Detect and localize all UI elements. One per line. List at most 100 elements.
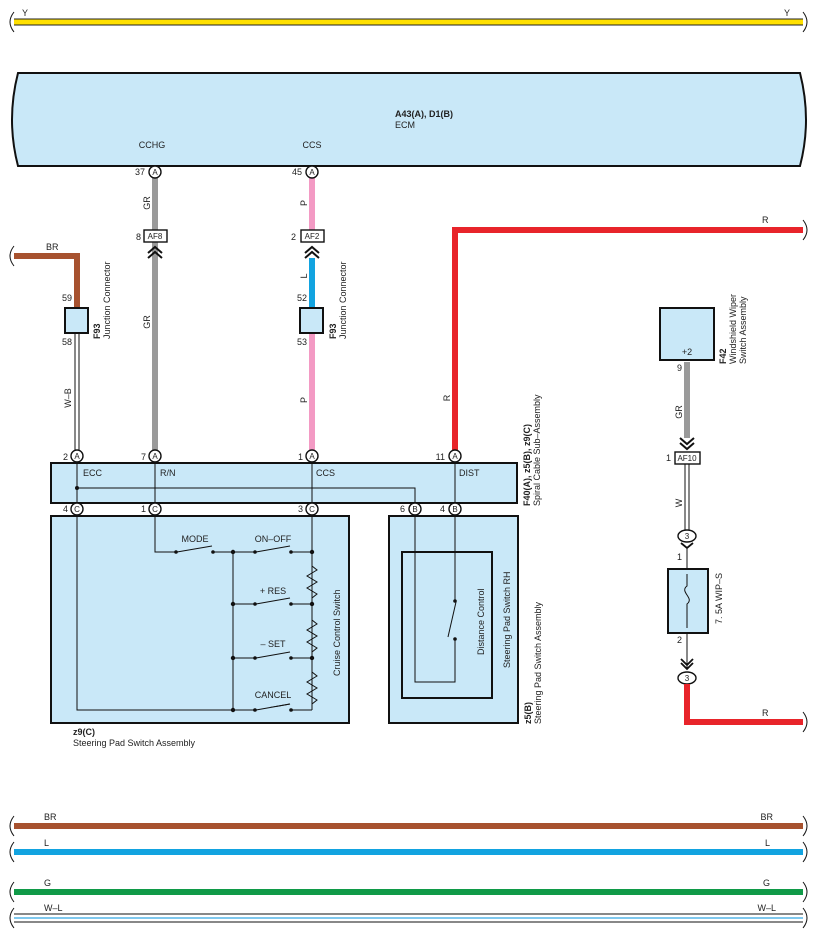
- joint-bottom-label: 3: [685, 674, 690, 683]
- ecm-pin-number-37: 37: [135, 167, 145, 177]
- spiral-top-pin-num-1: 1: [298, 452, 303, 462]
- af10-connector: [674, 451, 701, 465]
- cruise-connector-label: z9(C): [73, 727, 95, 737]
- f93-left-box: [64, 307, 89, 334]
- f93-left-name: Junction Connector: [102, 261, 112, 339]
- bottom-l-left-label: L: [44, 838, 49, 848]
- spiral-pin-dist-label: DIST: [459, 468, 480, 478]
- spiral-bottom-pin-letter-1c: C: [152, 505, 158, 514]
- spiral-connector-label: F40(A), z5(B), z9(C): [522, 424, 532, 506]
- bottom-g-right-label: G: [763, 878, 770, 888]
- spiral-bottom-pin-num-1c: 1: [141, 504, 146, 514]
- af8-pin-label: 8: [136, 232, 141, 242]
- r-bottom-right-label: R: [762, 708, 769, 718]
- ecm-pin-letter-37: A: [152, 168, 158, 177]
- ecm-pin-signal-ccs: CCS: [302, 140, 321, 150]
- af2-pin-label: 2: [291, 232, 296, 242]
- af2-chevron-icon: [304, 245, 320, 259]
- switch-on-off-label: ON–OFF: [255, 534, 292, 544]
- f93-right-pin-top: 52: [297, 293, 307, 303]
- wire-br-left: BR 59 58 F93 Junction Connector W–B: [9, 242, 112, 450]
- f93-right-id: F93: [328, 323, 338, 339]
- spiral-bottom-pin-letter-6b: B: [412, 505, 417, 514]
- br-left-label: BR: [46, 242, 59, 252]
- f42-terminal: +2: [682, 347, 692, 357]
- switch-mode: MODE: [174, 534, 215, 554]
- bottom-wl-left-label: W–L: [44, 903, 63, 913]
- spiral-top-pin-letter-1: A: [309, 452, 315, 461]
- af10-chevron-icon: [679, 437, 695, 451]
- spiral-cable-block: 2 A ECC 7 A R/N 1 A CCS 11 A DIST 4 C 1 …: [50, 394, 542, 516]
- top-wire-y: Y Y: [9, 8, 808, 33]
- w-label: W: [674, 498, 684, 507]
- spiral-bottom-pin-num-6b: 6: [400, 504, 405, 514]
- bottom-l-right-label: L: [765, 838, 770, 848]
- bottom-br-left-label: BR: [44, 812, 57, 822]
- bottom-wire-wl: W–L W–L: [9, 903, 808, 929]
- top-wire-right-label: Y: [784, 8, 790, 18]
- spiral-bottom-pin-num-3c: 3: [298, 504, 303, 514]
- spiral-top-pin-letter-2: A: [74, 452, 80, 461]
- p-label-lower: P: [299, 397, 309, 403]
- r-wire-bottom: [684, 684, 803, 725]
- l-label: L: [299, 273, 309, 278]
- af8-connector: [143, 229, 168, 243]
- spiral-bottom-pin-letter-4b: B: [452, 505, 457, 514]
- spiral-bottom-pin-num-4c: 4: [63, 504, 68, 514]
- joint-top: [677, 529, 697, 543]
- f93-left-pin-top: 59: [62, 293, 72, 303]
- f93-right-box: [299, 307, 324, 334]
- af10-label: AF10: [677, 454, 697, 463]
- resistor-3: [306, 671, 318, 705]
- wb-label: W–B: [63, 388, 73, 408]
- bottom-wire-g: G G: [9, 878, 808, 903]
- spiral-pin-rn-label: R/N: [160, 468, 176, 478]
- af8-chevron-icon: [147, 245, 163, 259]
- ecm-pin-number-45: 45: [292, 167, 302, 177]
- r-wire-line: [452, 227, 803, 456]
- af10-pin-label: 1: [666, 453, 671, 463]
- ecm-name-label: ECM: [395, 120, 415, 130]
- fuse-box: [667, 568, 709, 634]
- ecm-pin-letter-45: A: [309, 168, 315, 177]
- cruise-name-label: Steering Pad Switch Assembly: [73, 738, 196, 748]
- f93-left-pin-bottom: 58: [62, 337, 72, 347]
- spiral-bottom-pin-letter-4c: C: [74, 505, 80, 514]
- spiral-top-pin-letter-7: A: [152, 452, 158, 461]
- gr-label-lower: GR: [142, 315, 152, 329]
- switch-cancel-label: CANCEL: [255, 690, 292, 700]
- f93-left-id: F93: [92, 323, 102, 339]
- top-wire-left-label: Y: [22, 8, 28, 18]
- cruise-switch-name: Cruise Control Switch: [332, 589, 342, 676]
- wire-p: CCS 45 A P 2 AF2 L P 52 53 F93 Junction …: [291, 140, 348, 456]
- pad-rh-connector-label: z5(B): [523, 702, 533, 724]
- wire-gr: CCHG 37 A GR 8 AF8 GR: [135, 140, 168, 456]
- f93-right-name: Junction Connector: [338, 261, 348, 339]
- resistor-2: [306, 619, 318, 653]
- ecm-pin-signal-cchg: CCHG: [139, 140, 166, 150]
- fuse-pin-top: 1: [677, 552, 682, 562]
- spiral-name-label: Spiral Cable Sub–Assembly: [532, 394, 542, 506]
- switch-set: – SET: [230, 639, 315, 661]
- cruise-control-block: MODE ON–OFF + RES – SET: [50, 515, 350, 748]
- gr-label-upper: GR: [142, 196, 152, 210]
- resistor-1: [306, 565, 318, 599]
- wiper-fuse-circuit: +2 F42 Windshield Wiper Switch Assembly …: [659, 294, 808, 733]
- ecm-block: A43(A), D1(B) ECM: [11, 72, 807, 167]
- bottom-g-left-label: G: [44, 878, 51, 888]
- fuse-label: 7. 5A WIP–S: [714, 573, 724, 624]
- af2-connector: [300, 229, 325, 243]
- f42-id: F42: [718, 348, 728, 364]
- ecm-connector-label: A43(A), D1(B): [395, 109, 453, 119]
- r-top-right-label: R: [762, 215, 769, 225]
- spiral-pin-ecc-label: ECC: [83, 468, 103, 478]
- distance-control-label: Distance Control: [476, 588, 486, 655]
- f42-box: [659, 307, 715, 361]
- f42-name-line1: Windshield Wiper: [728, 294, 738, 364]
- steering-pad-rh-block: Distance Control Steering Pad Switch RH …: [388, 515, 543, 724]
- bottom-wire-br: BR BR: [9, 812, 808, 837]
- br-wire-line: [14, 253, 80, 308]
- switch-set-label: – SET: [260, 639, 286, 649]
- wire-r-dist: R R: [442, 215, 808, 456]
